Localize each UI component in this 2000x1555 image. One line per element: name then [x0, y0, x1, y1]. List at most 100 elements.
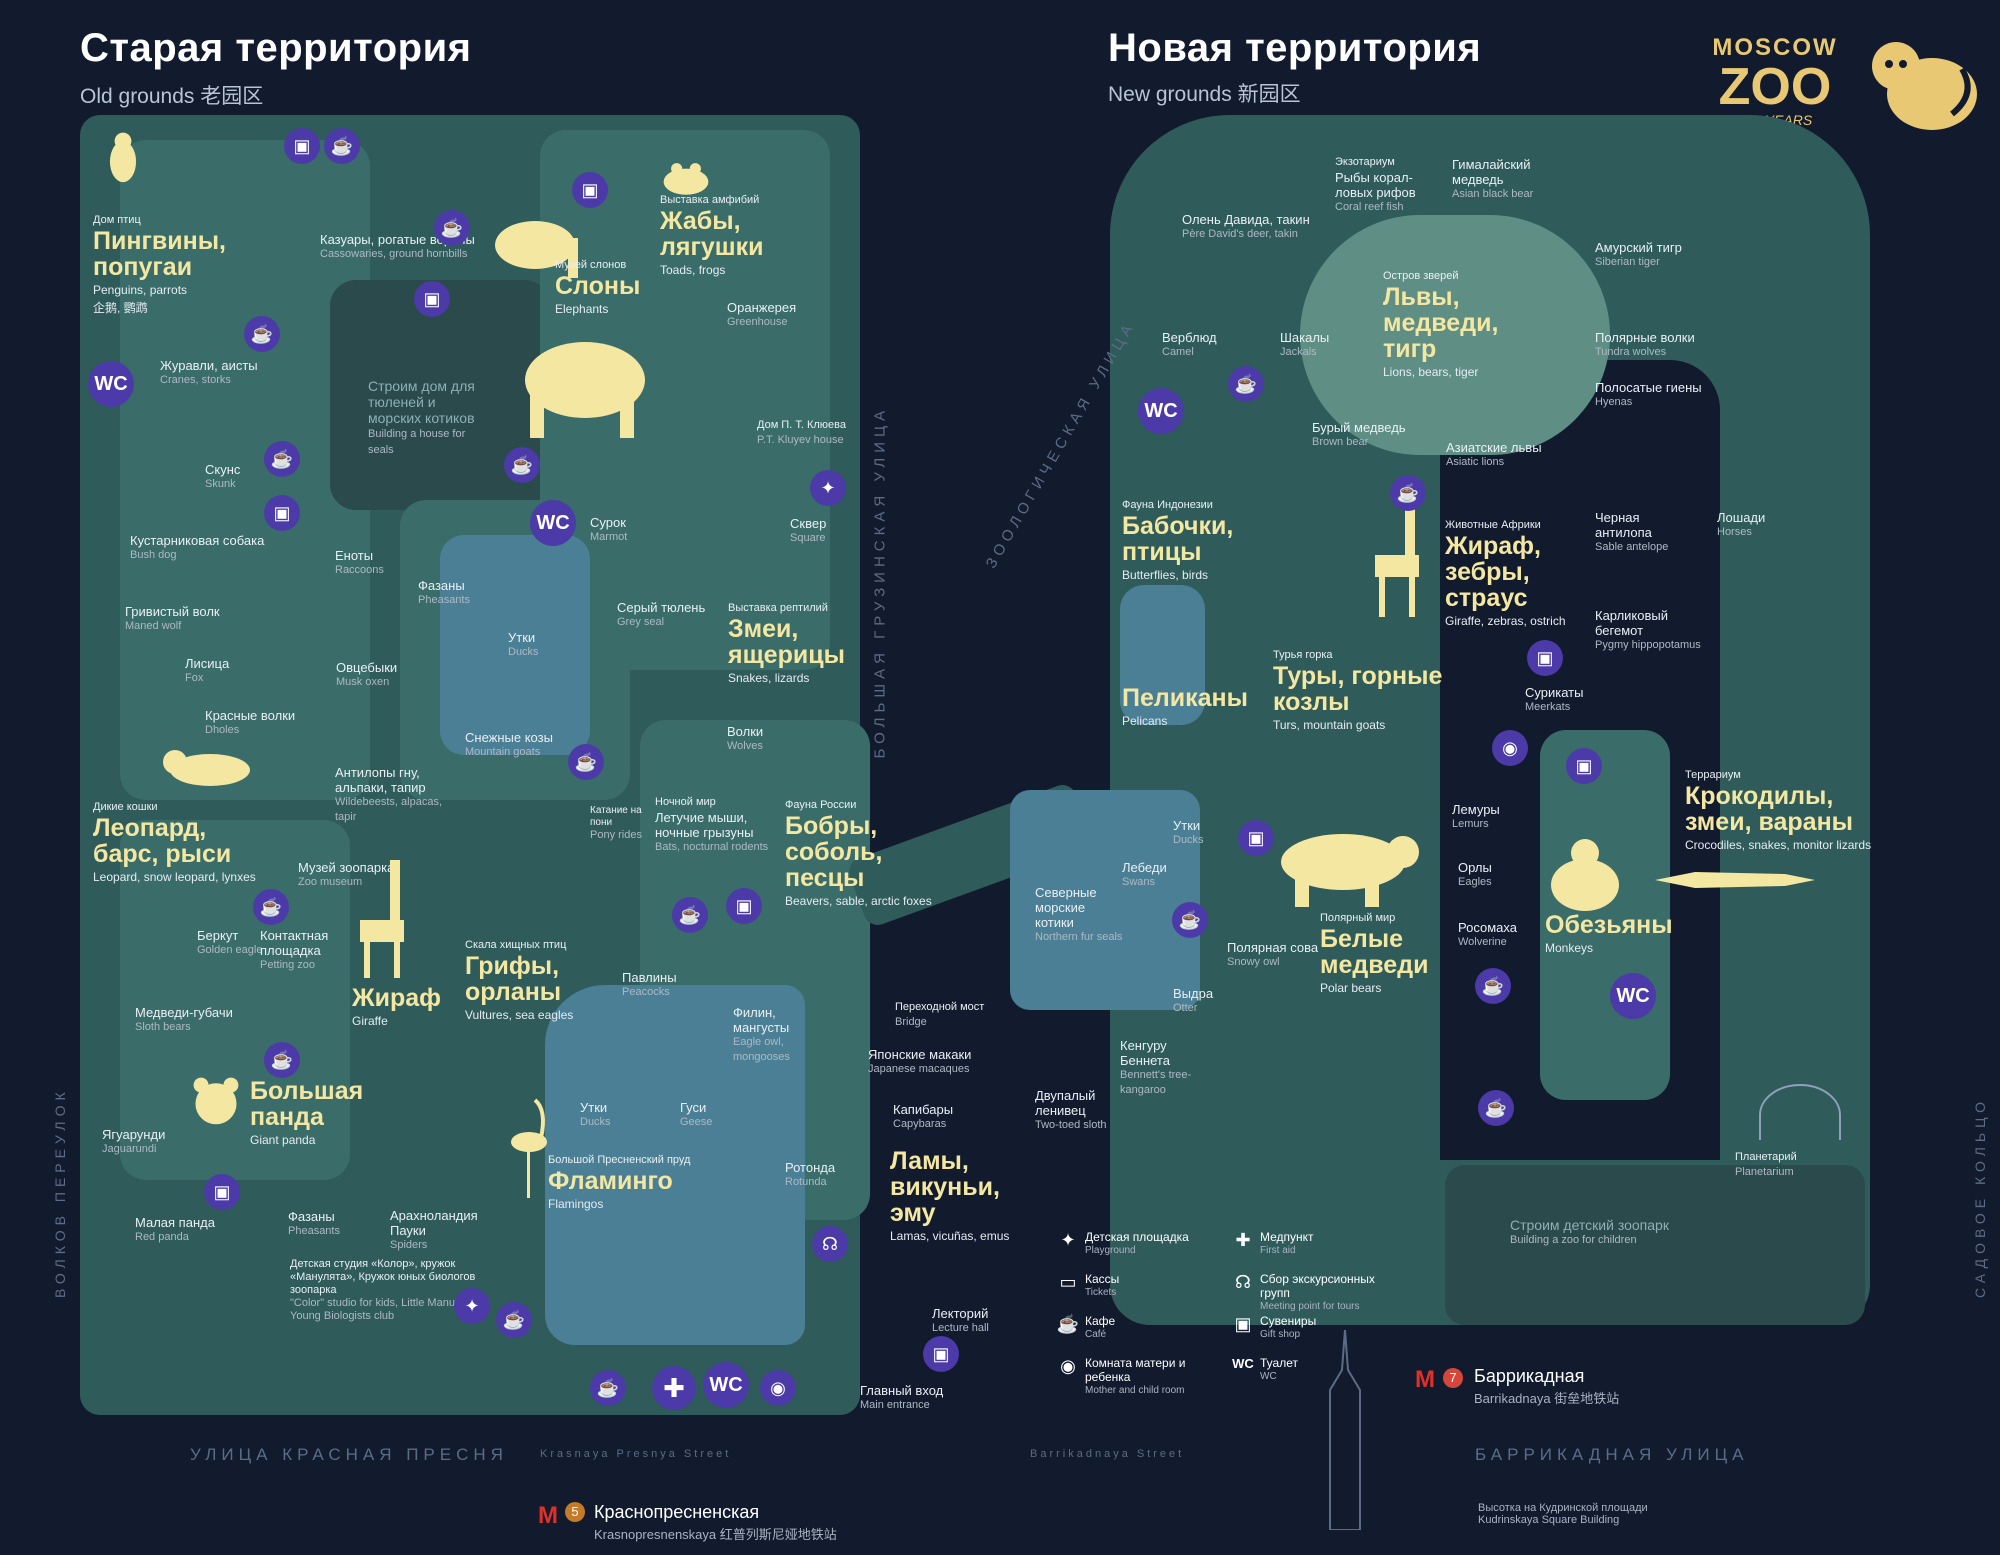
snakes-lizards-label[interactable]: Выставка рептилий Змеи,ящерицы Snakes, l…: [728, 602, 845, 685]
gift-shop-icon[interactable]: ▣: [264, 495, 300, 531]
leopard-label[interactable]: Дикие кошки Леопард,барс, рыси Leopard, …: [93, 801, 256, 884]
cafe-icon[interactable]: ☕: [253, 889, 289, 925]
gift-shop-icon[interactable]: ▣: [923, 1336, 959, 1372]
metro-barrikadnaya[interactable]: Баррикадная: [1474, 1366, 1585, 1386]
gift-shop-icon[interactable]: ▣: [414, 281, 450, 317]
terrarium-label[interactable]: Террариум Крокодилы,змеи, вараны Crocodi…: [1685, 769, 1872, 852]
russian-fauna-label[interactable]: Фауна России Бобры,соболь,песцы Beavers,…: [785, 799, 932, 908]
vultures-label[interactable]: Скала хищных птиц Грифы,орланы Vultures,…: [465, 939, 574, 1022]
cafe-icon[interactable]: ☕: [672, 897, 708, 933]
gift-shop-icon[interactable]: ▣: [726, 888, 762, 924]
gift-shop-icon[interactable]: ▣: [1566, 748, 1602, 784]
llamas-label[interactable]: Ламы,викуньи,эму Lamas, vicuñas, emus: [890, 1147, 1010, 1243]
cafe-icon[interactable]: ☕: [1228, 366, 1264, 402]
penguins-label[interactable]: Дом птиц Пингвины,попугаи Penguins, parr…: [93, 214, 226, 315]
cafe-icon[interactable]: ☕: [264, 1042, 300, 1078]
mother-child-icon[interactable]: ◉: [760, 1370, 796, 1406]
wc-icon[interactable]: WC: [530, 500, 576, 546]
gift-shop-icon[interactable]: ▣: [284, 128, 320, 164]
playground-icon[interactable]: ✦: [454, 1288, 490, 1324]
cafe-icon[interactable]: ☕: [324, 128, 360, 164]
cafe-icon[interactable]: ☕: [1172, 902, 1208, 938]
animal-island-label[interactable]: Остров зверей Львы,медведи,тигр Lions, b…: [1383, 270, 1499, 379]
toads-frogs-label[interactable]: Выставка амфибий Жабы,лягушки Toads, fro…: [660, 194, 764, 277]
cafe-icon[interactable]: ☕: [244, 316, 280, 352]
african-animals-label[interactable]: Животные Африки Жираф,зебры,страус Giraf…: [1445, 519, 1566, 628]
gift-shop-icon[interactable]: ▣: [204, 1174, 240, 1210]
mother-child-icon[interactable]: ◉: [1492, 730, 1528, 766]
wc-icon[interactable]: WC: [703, 1362, 749, 1408]
cafe-icon[interactable]: ☕: [590, 1370, 626, 1406]
wc-icon[interactable]: WC: [1138, 388, 1184, 434]
cafe-icon[interactable]: ☕: [264, 441, 300, 477]
gift-shop-icon[interactable]: ▣: [572, 172, 608, 208]
cafe-icon[interactable]: ☕: [1478, 1090, 1514, 1126]
wc-icon[interactable]: WC: [1610, 973, 1656, 1019]
kids-studio-label[interactable]: Детская студия «Колор», кружок «Манулята…: [290, 1258, 490, 1322]
butterflies-label[interactable]: Фауна Индонезии Бабочки,птицы Butterflie…: [1122, 499, 1234, 582]
gift-shop-icon[interactable]: ▣: [1527, 640, 1563, 676]
playground-icon[interactable]: ✦: [810, 470, 846, 506]
meeting-point-icon[interactable]: ☊: [812, 1226, 848, 1262]
